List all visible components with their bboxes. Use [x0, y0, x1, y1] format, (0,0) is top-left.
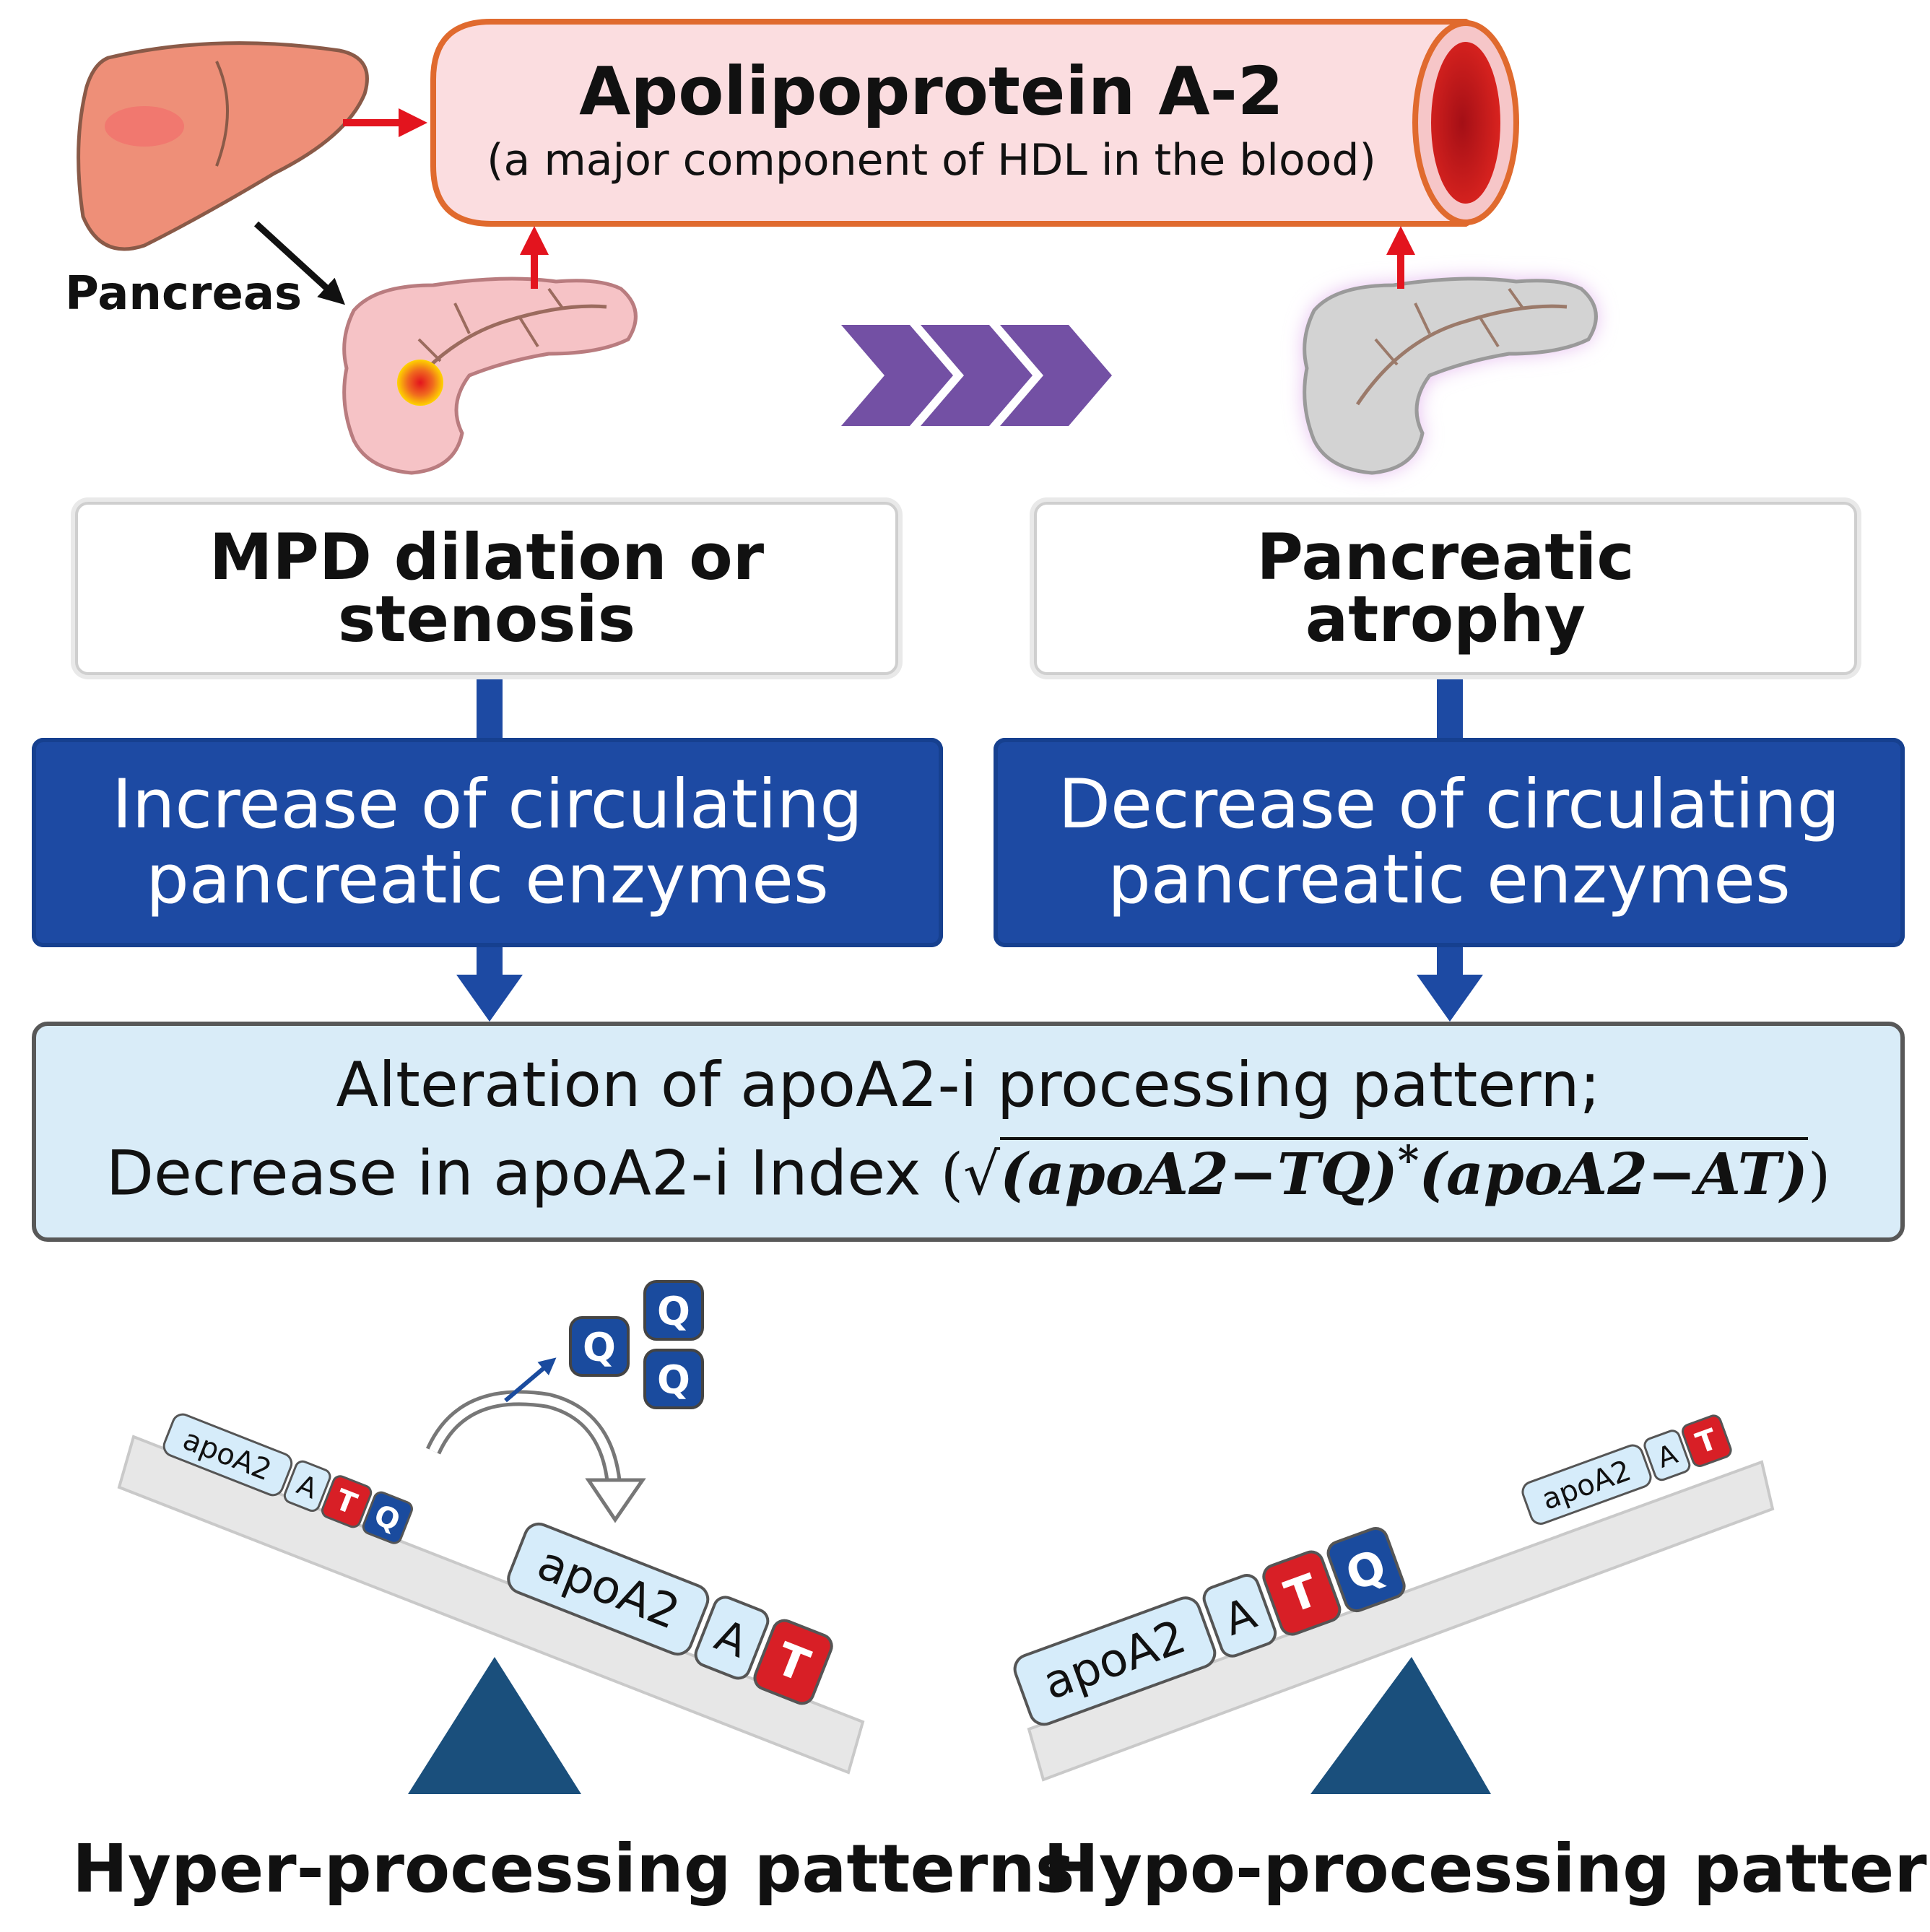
svg-text:Q: Q: [657, 1357, 690, 1403]
released-q-tiles: Q Q Q: [569, 1280, 704, 1409]
right-effect-line1: Decrease of circulating: [1058, 765, 1840, 844]
release-arrow: [504, 1357, 557, 1403]
sqrt-symbol: √: [963, 1141, 1001, 1209]
left-effect-box: Increase of circulating pancreatic enzym…: [32, 738, 943, 947]
atrophic-pancreas-icon: [1303, 277, 1598, 475]
formula-term2: (apoA2−AT): [1419, 1140, 1809, 1209]
svg-text:Q: Q: [657, 1289, 690, 1334]
fulcrum-left-icon: [408, 1657, 581, 1794]
result-line2: Decrease in apoA2-i Index (√(apoA2−TQ)*(…: [106, 1121, 1830, 1215]
progression-chevrons-icon: [841, 325, 1112, 426]
fulcrum-right-icon: [1310, 1657, 1491, 1794]
left-effect-line2: pancreatic enzymes: [146, 840, 829, 919]
right-condition-box: Pancreatic atrophy: [1034, 502, 1857, 675]
left-condition-line1: MPD dilation or: [209, 520, 765, 594]
formula: (√(apoA2−TQ)*(apoA2−AT)): [940, 1136, 1831, 1209]
hyper-processing-seesaw: apoA2 A T Q apoA2 A T Q Q: [117, 1280, 865, 1794]
vessel-title: Apolipoprotein A-2: [579, 53, 1284, 130]
left-condition-box: MPD dilation or stenosis: [75, 502, 898, 675]
formula-operator: *: [1397, 1136, 1420, 1185]
formula-term1: (apoA2−TQ): [1000, 1140, 1398, 1209]
right-condition-line1: Pancreatic: [1256, 520, 1635, 594]
blood-vessel-icon: [430, 19, 1519, 227]
svg-text:Q: Q: [583, 1325, 616, 1370]
pancreas-tumor-icon: [342, 277, 638, 475]
left-condition-line2: stenosis: [337, 582, 636, 656]
right-effect-line2: pancreatic enzymes: [1108, 840, 1791, 919]
result-line2-prefix: Decrease in apoA2-i Index: [105, 1137, 921, 1210]
right-effect-box: Decrease of circulating pancreatic enzym…: [994, 738, 1905, 947]
right-condition-line2: atrophy: [1305, 582, 1586, 656]
beam-right: [1027, 1460, 1775, 1782]
left-effect-line1: Increase of circulating: [112, 765, 863, 844]
result-box: Alteration of apoA2-i processing pattern…: [32, 1022, 1905, 1242]
liver-icon: [77, 41, 369, 251]
footer-left-label: Hyper-processing patterns: [72, 1830, 1075, 1907]
flow-connectors: [456, 675, 1483, 1022]
footer-right-label: Hypo-processing patterns: [1043, 1830, 1930, 1907]
result-line1: Alteration of apoA2-i processing pattern…: [336, 1048, 1601, 1121]
vessel-subtitle: (a major component of HDL in the blood): [487, 135, 1376, 186]
pancreas-pointer-arrow: [253, 221, 345, 305]
hypo-processing-seesaw: apoA2 A T Q apoA2 A T: [1013, 1414, 1775, 1794]
pancreas-label: Pancreas: [65, 267, 302, 321]
